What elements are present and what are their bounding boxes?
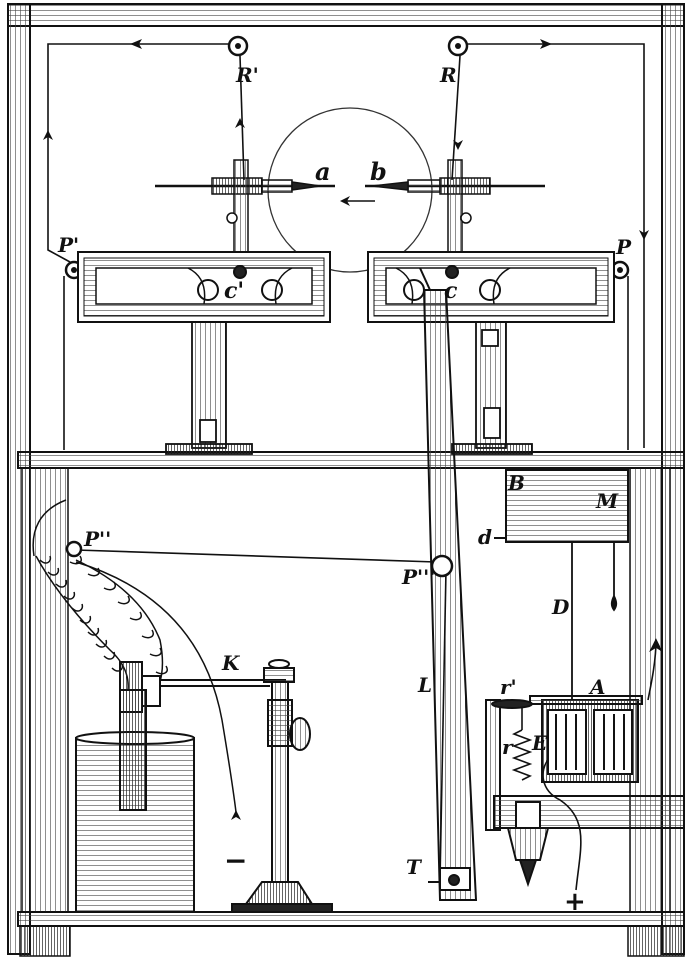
pulley-p-dprime <box>65 540 83 558</box>
label-r-prime: R' <box>235 63 259 87</box>
current-direction-arrows <box>43 39 649 240</box>
label-e: E <box>531 731 548 755</box>
label-b-block: B <box>507 471 525 495</box>
label-t: T <box>406 855 423 879</box>
labels: R' R a b P' P c' c B M d D P'' P''' K L … <box>57 63 632 917</box>
lever-l <box>419 267 478 901</box>
magnet-block-bm <box>494 469 629 543</box>
label-m: M <box>595 489 619 513</box>
label-p-dprime: P'' <box>83 527 111 551</box>
label-c: c <box>444 278 458 304</box>
label-p-prime: P' <box>57 233 79 257</box>
support-column-left <box>165 321 253 455</box>
label-r-small: r <box>502 735 514 759</box>
carriage-c-prime <box>77 251 331 323</box>
carriage-c <box>367 251 615 323</box>
label-r: R <box>439 63 457 87</box>
label-k: K <box>221 651 241 675</box>
label-p-tprime: P''' <box>401 565 435 589</box>
battery-jar <box>75 689 195 913</box>
label-a: a <box>315 157 331 186</box>
label-plus: + <box>564 887 586 917</box>
pulley-r-prime <box>227 35 249 57</box>
plus-wire <box>542 638 663 891</box>
label-d: D <box>551 595 570 619</box>
upper-circuit-wires <box>47 43 645 450</box>
cord-p-dprime <box>75 549 447 881</box>
label-d-small: d <box>478 525 492 549</box>
label-a-coil: A <box>588 675 606 699</box>
regulator-frame <box>485 699 685 888</box>
rod-d <box>571 542 618 700</box>
label-l: L <box>417 673 432 697</box>
label-minus: − <box>224 844 247 877</box>
arc-direction-arrow <box>340 196 375 206</box>
pulley-p-tprime <box>430 554 454 578</box>
carbon-holder-right <box>365 159 545 253</box>
spring-r <box>511 700 533 781</box>
pulley-r <box>447 35 469 57</box>
stand-k <box>231 659 333 913</box>
label-p: P <box>615 235 632 259</box>
carbon-holder-left <box>155 159 335 253</box>
label-r-prime-small: r' <box>500 675 517 699</box>
regulator-coil-a <box>529 695 643 783</box>
minus-wire-arrow <box>231 810 241 820</box>
wooden-frame <box>7 3 685 957</box>
label-c-prime: c' <box>224 278 244 304</box>
label-b: b <box>370 157 387 186</box>
support-column-right <box>451 321 533 455</box>
